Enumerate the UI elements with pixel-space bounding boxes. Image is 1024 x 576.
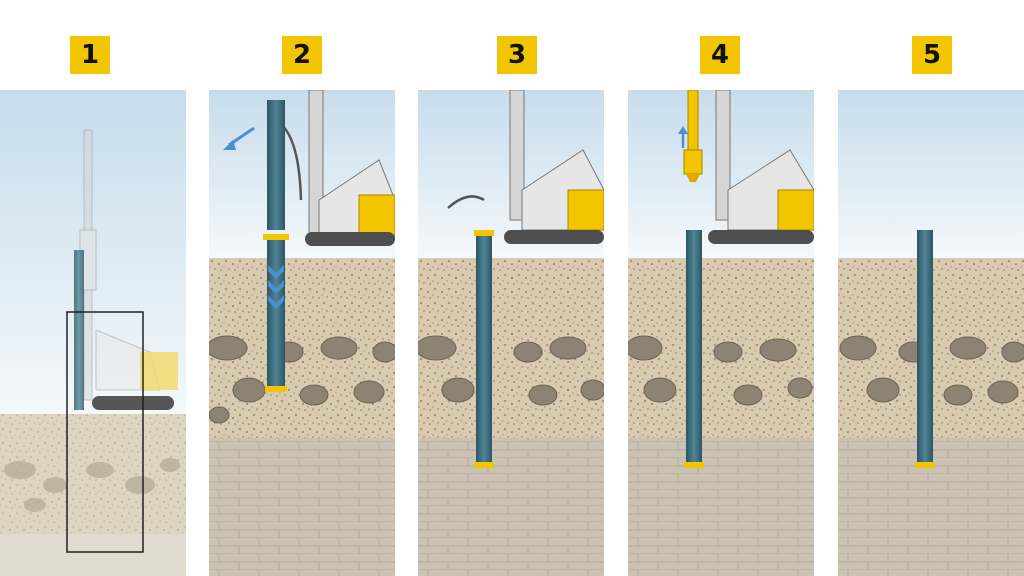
step-badge-4: 4	[700, 36, 740, 74]
step-panel-1	[0, 90, 186, 576]
step-panel-5	[838, 90, 1024, 576]
step-badge-5: 5	[912, 36, 952, 74]
steel-pile	[686, 230, 702, 466]
step-badge-2: 2	[282, 36, 322, 74]
vibro-hammer	[267, 100, 285, 230]
step-label: 1	[80, 40, 100, 70]
drill-rig	[447, 90, 604, 244]
water-flow-chevrons	[268, 265, 284, 309]
step-panel-3	[418, 90, 604, 576]
step-panel-4	[628, 90, 814, 576]
step-label: 4	[710, 40, 730, 70]
step-label: 5	[922, 40, 942, 70]
drill-rig	[273, 90, 395, 246]
steel-pile	[476, 236, 492, 466]
drill-rig	[708, 90, 814, 244]
step-label: 3	[507, 40, 527, 70]
step-badge-1: 1	[70, 36, 110, 74]
step-panel-2	[209, 90, 395, 576]
steel-pile	[267, 240, 285, 390]
step-badge-3: 3	[497, 36, 537, 74]
step-label: 2	[292, 40, 312, 70]
steel-pile	[917, 230, 933, 466]
vibro-hammer-raised	[683, 90, 703, 182]
